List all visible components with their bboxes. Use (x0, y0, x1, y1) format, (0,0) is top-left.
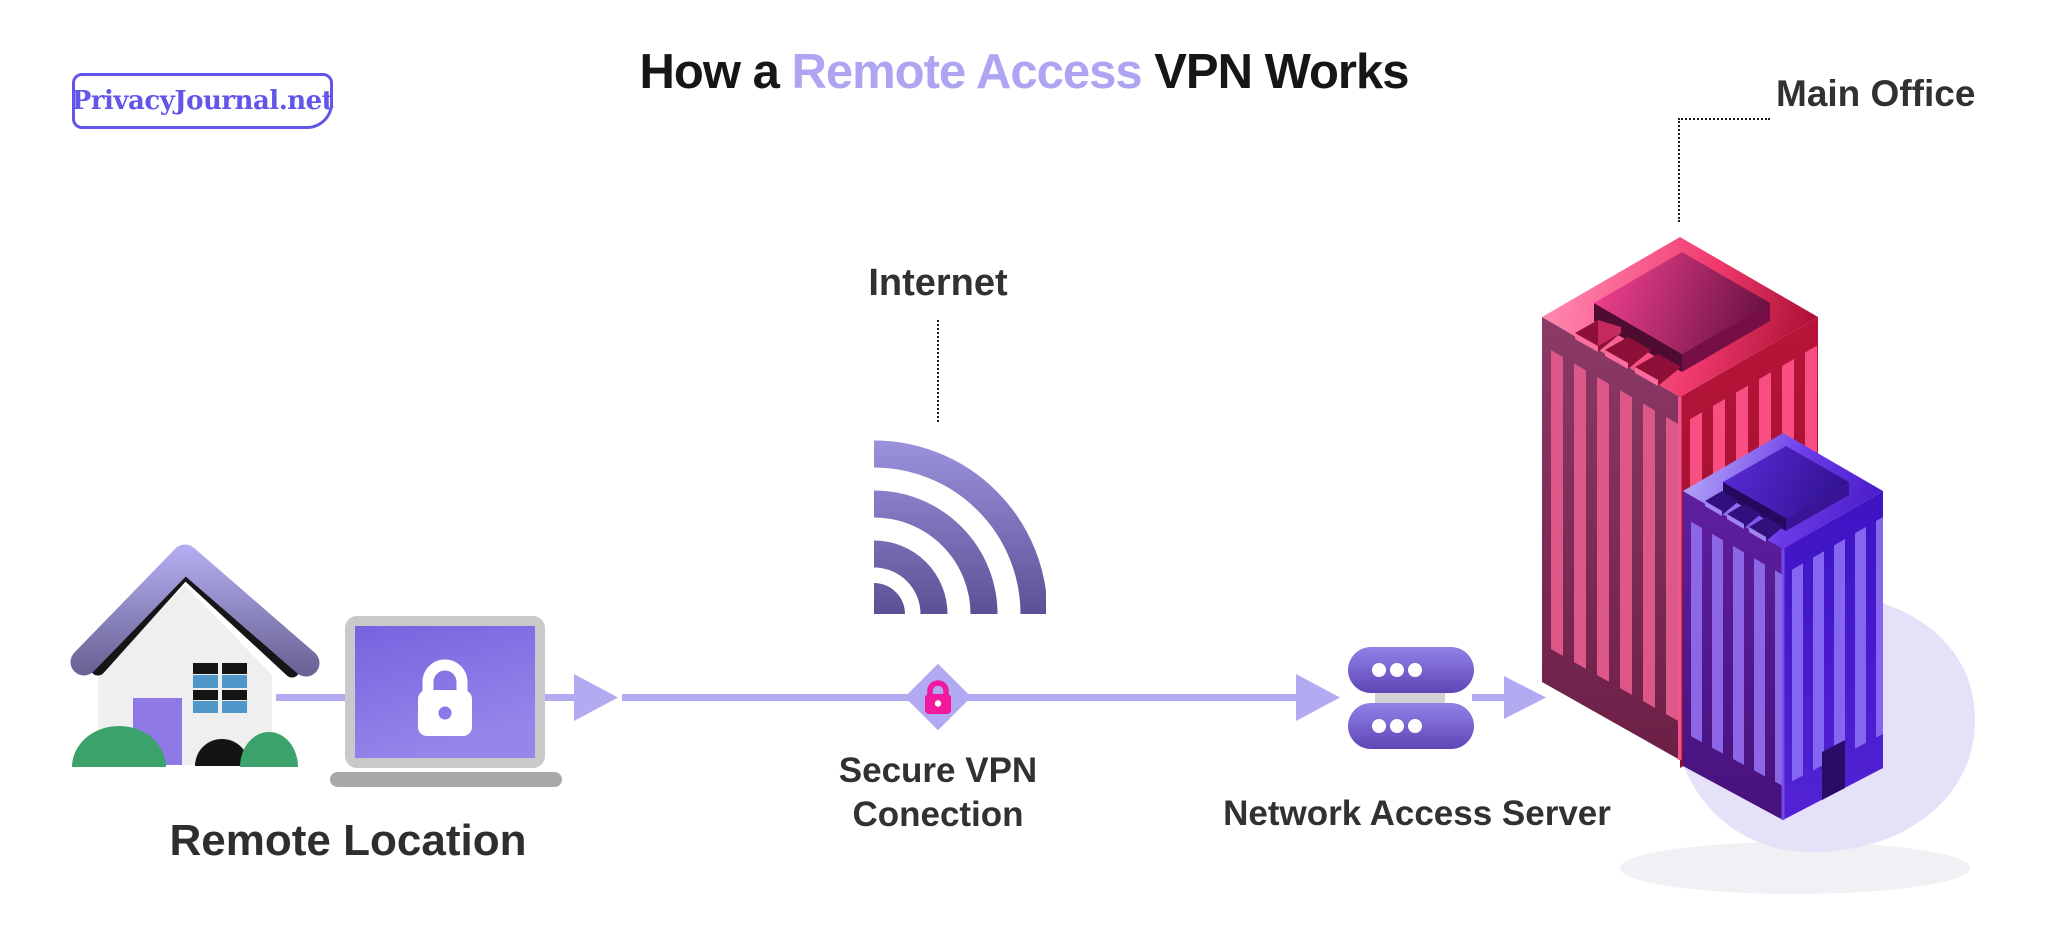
privacyjournal-logo-badge[interactable]: PrivacyJournal.net (71, 73, 334, 129)
main-office-connector-h (1678, 118, 1770, 120)
flow-arrow-1-icon (574, 674, 618, 721)
wifi-signal-icon (873, 440, 1046, 615)
house-roof (70, 544, 320, 677)
bush-left (72, 726, 166, 767)
server-connector (1375, 690, 1445, 706)
house-arch (195, 739, 249, 766)
internet-label: Internet (868, 262, 1008, 304)
flow-arrow-2-icon (1296, 674, 1340, 721)
flow-line-house-laptop (276, 694, 352, 701)
house-icon (70, 544, 320, 767)
logo-text: PrivacyJournal.net (71, 86, 334, 116)
remote-location-label: Remote Location (169, 816, 527, 865)
roof-vents-pink (1575, 320, 1681, 386)
ground-shadow (1620, 842, 1970, 894)
office-buildings-illustration (1542, 237, 1976, 894)
padlock-icon (925, 680, 951, 714)
secure-vpn-label: Secure VPN Conection (838, 751, 1038, 834)
laptop-base (330, 772, 562, 787)
roof-vents-purple (1705, 491, 1783, 542)
page-title: How a Remote Access VPN Works (639, 45, 1410, 99)
house-windows (193, 663, 247, 713)
flow-line-laptop-arrow (540, 694, 576, 701)
building-door (1822, 740, 1845, 800)
building-purple (1683, 433, 1883, 820)
network-access-server-label: Network Access Server (1223, 794, 1611, 833)
laptop-lock-icon (330, 616, 562, 787)
title-highlight: Remote Access (791, 45, 1142, 99)
flow-arrow-3-icon (1504, 676, 1546, 719)
internet-connector (937, 320, 939, 422)
server-leds (1372, 663, 1422, 733)
server-stack-icon (1348, 647, 1474, 749)
screen-lock-icon (418, 659, 472, 736)
main-office-connector-v (1678, 118, 1680, 222)
main-office-label: Main Office (1776, 73, 1976, 114)
bush-right (240, 732, 298, 767)
flow-line-server-building (1472, 694, 1504, 701)
